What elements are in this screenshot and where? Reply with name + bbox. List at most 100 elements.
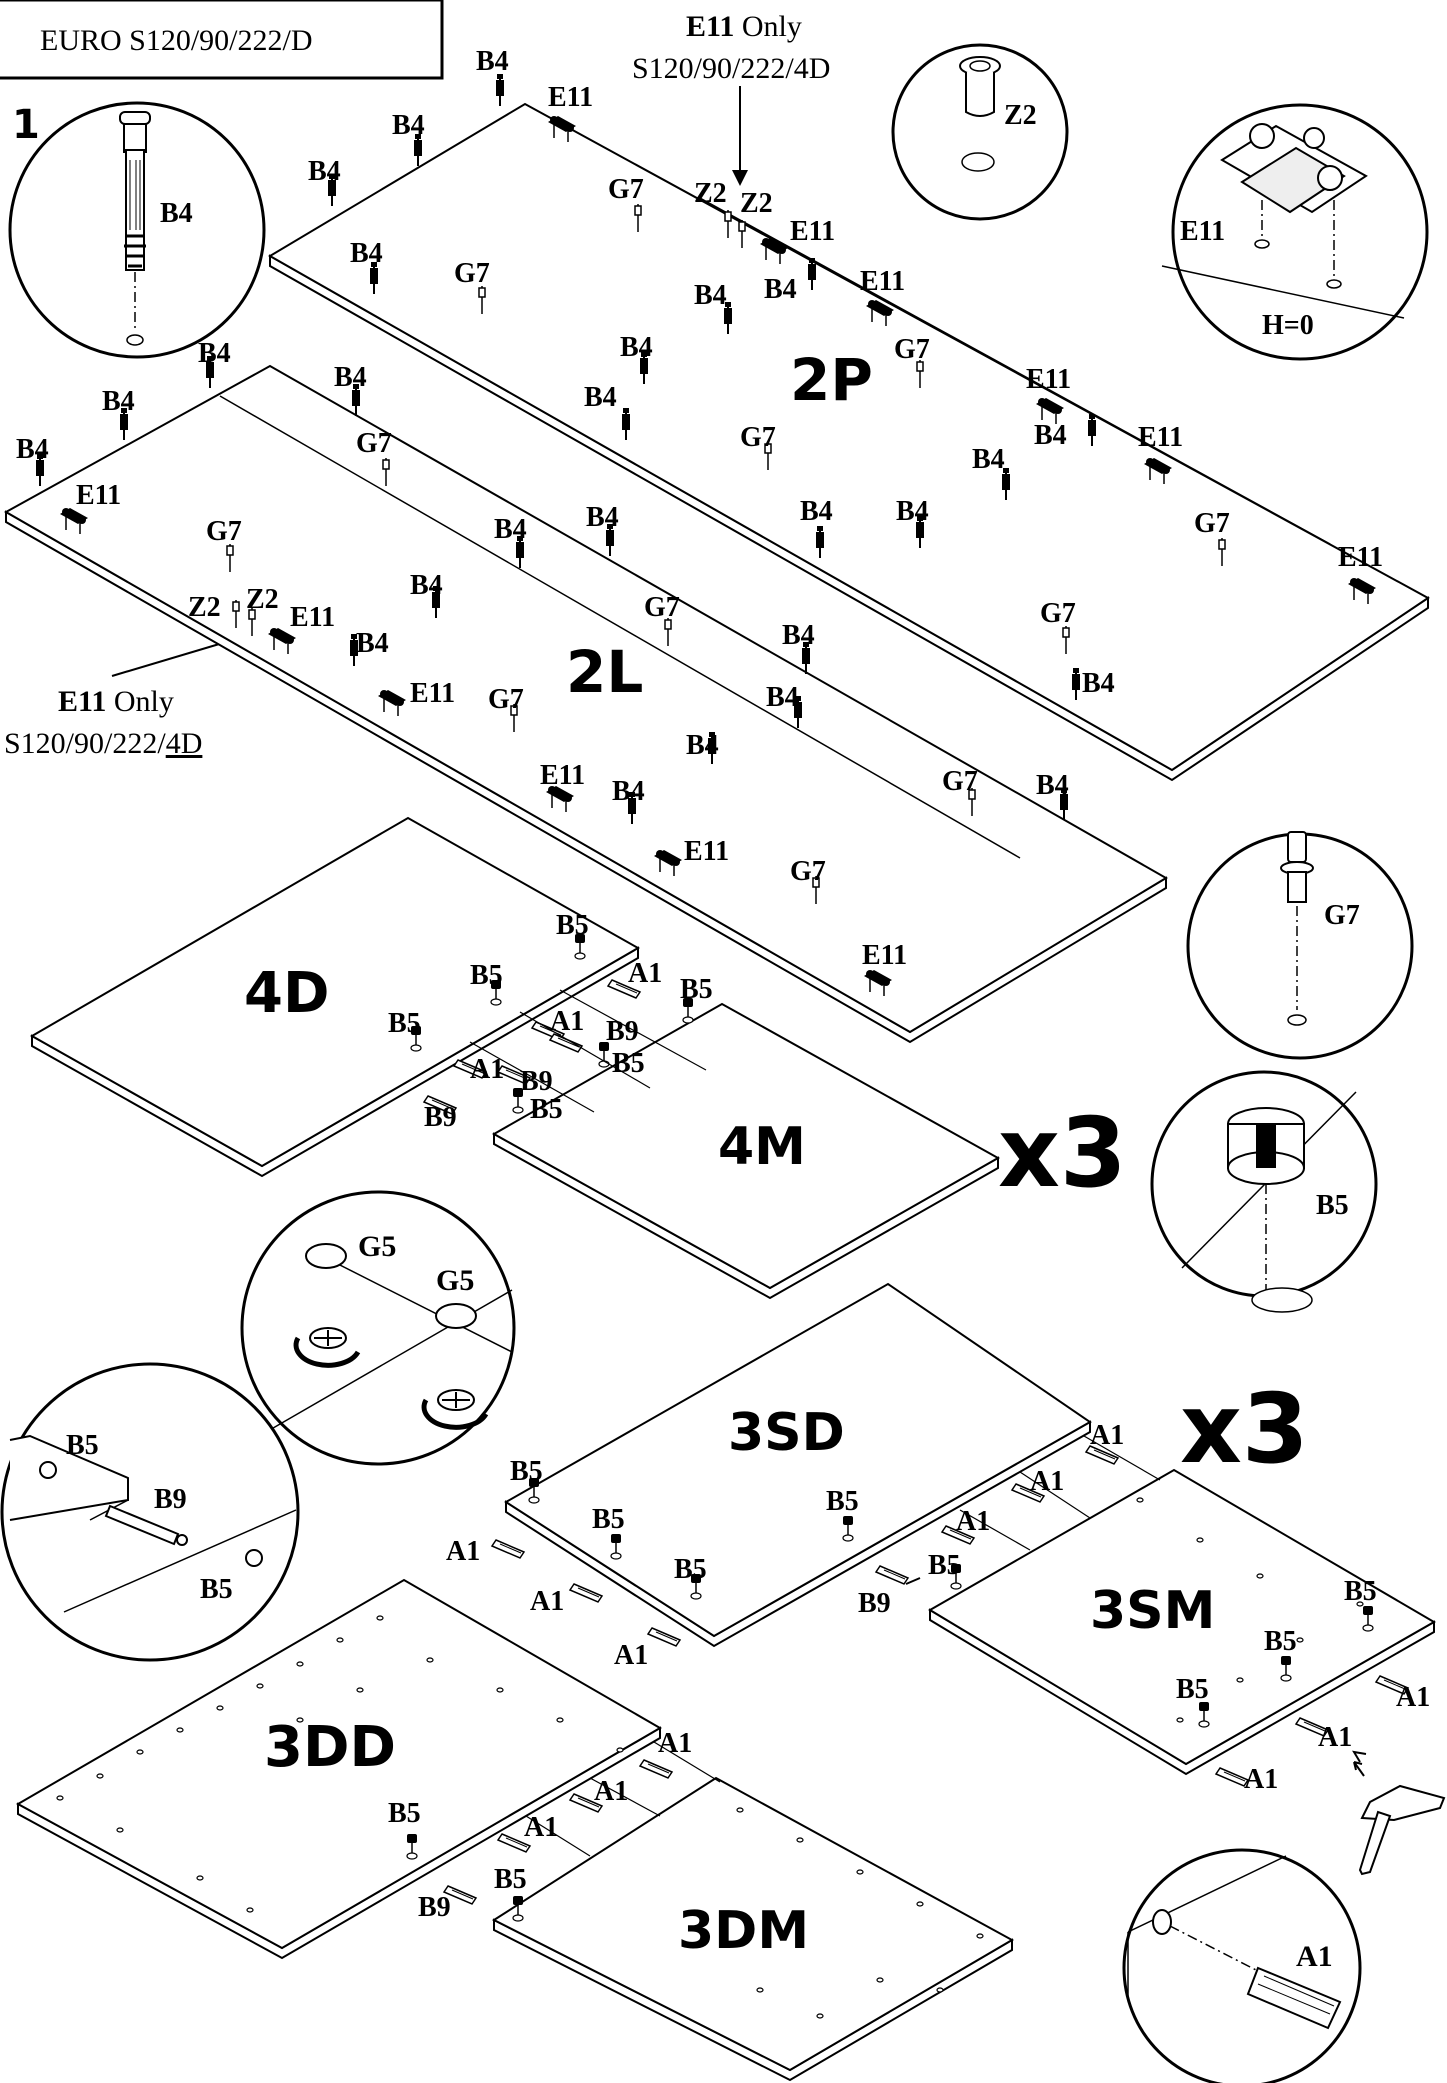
part-marker-e11: E11	[860, 266, 905, 327]
part-label: A1	[1244, 1764, 1278, 1795]
part-marker-a1: A1	[1085, 1420, 1124, 1465]
panel-hole	[196, 1875, 204, 1881]
part-label: B5	[556, 910, 589, 941]
svg-text:Z2: Z2	[1004, 100, 1037, 131]
part-label: B4	[356, 628, 389, 659]
part-label: G7	[1040, 598, 1076, 629]
svg-text:E11: E11	[1180, 216, 1225, 247]
part-marker-b5: B5	[556, 910, 589, 960]
panel-4d: 4D	[29, 816, 641, 1178]
part-marker-g7: G7	[1194, 508, 1230, 567]
part-marker-a1: A1	[639, 1728, 692, 1779]
svg-text:G7: G7	[1324, 900, 1360, 931]
part-marker-b5: B5	[510, 1456, 543, 1504]
left-only-note: E11 Only S120/90/222/4D	[4, 634, 240, 760]
part-marker-a1: A1	[569, 1776, 628, 1813]
part-marker-b5: B5	[512, 1087, 563, 1125]
part-marker-b4: B4	[334, 362, 367, 417]
panel-hole	[856, 1869, 864, 1875]
part-label: B4	[1036, 770, 1069, 801]
panel-3sd-label: 3SD	[728, 1403, 845, 1463]
part-label: G7	[644, 592, 680, 623]
multiplier-lower: x3	[1180, 1373, 1309, 1485]
detail-g7-circle: G7	[1186, 831, 1414, 1060]
part-label: E11	[1138, 422, 1183, 453]
part-marker-b4: B4	[308, 156, 341, 207]
header-box: EURO S120/90/222/D	[0, 0, 444, 80]
part-marker-b5: B5	[388, 1008, 422, 1052]
step-number: 1	[12, 102, 40, 148]
panel-hole	[976, 1933, 984, 1939]
part-marker-g7: G7	[356, 428, 392, 487]
part-label: B5	[388, 1798, 421, 1829]
part-label: B4	[620, 332, 653, 363]
part-label: E11	[540, 760, 585, 791]
panel-hole	[1296, 1637, 1304, 1643]
panel-hole	[736, 1807, 744, 1813]
panel-hole	[916, 1901, 924, 1907]
part-marker-a1: A1	[497, 1812, 558, 1853]
part-label: B4	[350, 238, 383, 269]
panel-hole	[356, 1687, 364, 1693]
part-label: B5	[826, 1486, 859, 1517]
panel-4m-label: 4M	[718, 1117, 806, 1177]
part-marker-a1: A1	[530, 1583, 603, 1617]
detail-g5-circle: G5 G5	[240, 1190, 516, 1466]
part-label: A1	[628, 958, 662, 989]
part-label: G7	[454, 258, 490, 289]
part-label: G7	[356, 428, 392, 459]
part-marker-b5: B5	[674, 1554, 707, 1600]
part-label: Z2	[188, 592, 221, 623]
svg-text:B5: B5	[66, 1430, 99, 1461]
part-marker-g7: G7	[206, 516, 242, 573]
part-marker-g7: G7	[790, 856, 826, 905]
part-label: B5	[494, 1864, 527, 1895]
part-label: B4	[694, 280, 727, 311]
part-marker-e11: E11	[540, 760, 585, 813]
part-label: E11	[548, 82, 593, 113]
part-label: E11	[684, 836, 729, 867]
part-label: B4	[1034, 420, 1067, 451]
part-marker-a1: A1	[1295, 1717, 1352, 1753]
panel-hole	[936, 1987, 944, 1993]
part-label: B4	[476, 46, 509, 77]
part-label: A1	[446, 1536, 480, 1567]
part-label: E11	[76, 480, 121, 511]
part-label: B4	[586, 502, 619, 533]
panel-hole	[256, 1683, 264, 1689]
panel-2p: 2P	[268, 102, 1430, 782]
panel-hole	[876, 1977, 884, 1983]
part-label: B9	[418, 1892, 451, 1923]
part-label: G7	[608, 174, 644, 205]
part-marker-e11: E11	[59, 480, 121, 535]
panel-3sm: 3SM	[928, 1468, 1436, 1776]
part-marker-b5: B5	[928, 1550, 962, 1590]
part-marker-g7: G7	[644, 592, 680, 647]
svg-text:B9: B9	[154, 1484, 187, 1515]
detail-z2-circle: Z2	[891, 43, 1069, 221]
part-marker-b4: B4	[584, 382, 631, 441]
part-label: B4	[612, 776, 645, 807]
part-marker-b9: B9	[418, 1885, 477, 1923]
part-marker-b4: B4	[349, 628, 389, 667]
part-marker-b4: B4	[476, 46, 509, 107]
panel-hole	[246, 1907, 254, 1913]
top-only-note: E11 Only S120/90/222/4D	[632, 10, 830, 186]
part-label: B4	[410, 570, 443, 601]
panel-hole	[296, 1661, 304, 1667]
panel-hole	[376, 1615, 384, 1621]
part-label: B4	[308, 156, 341, 187]
panel-hole	[56, 1795, 64, 1801]
part-marker-b4: B4	[1034, 413, 1097, 451]
part-marker-b4: B4	[896, 496, 929, 549]
part-label: B5	[928, 1550, 961, 1581]
part-marker-g7: G7	[942, 766, 978, 817]
part-label: A1	[1318, 1722, 1352, 1753]
part-marker-a1: A1	[614, 1627, 681, 1671]
part-label: A1	[524, 1812, 558, 1843]
panel-hole	[496, 1687, 504, 1693]
multiplier-upper: x3	[998, 1097, 1127, 1209]
part-marker-g7: G7	[1040, 598, 1076, 655]
panel-hole	[756, 1987, 764, 1993]
